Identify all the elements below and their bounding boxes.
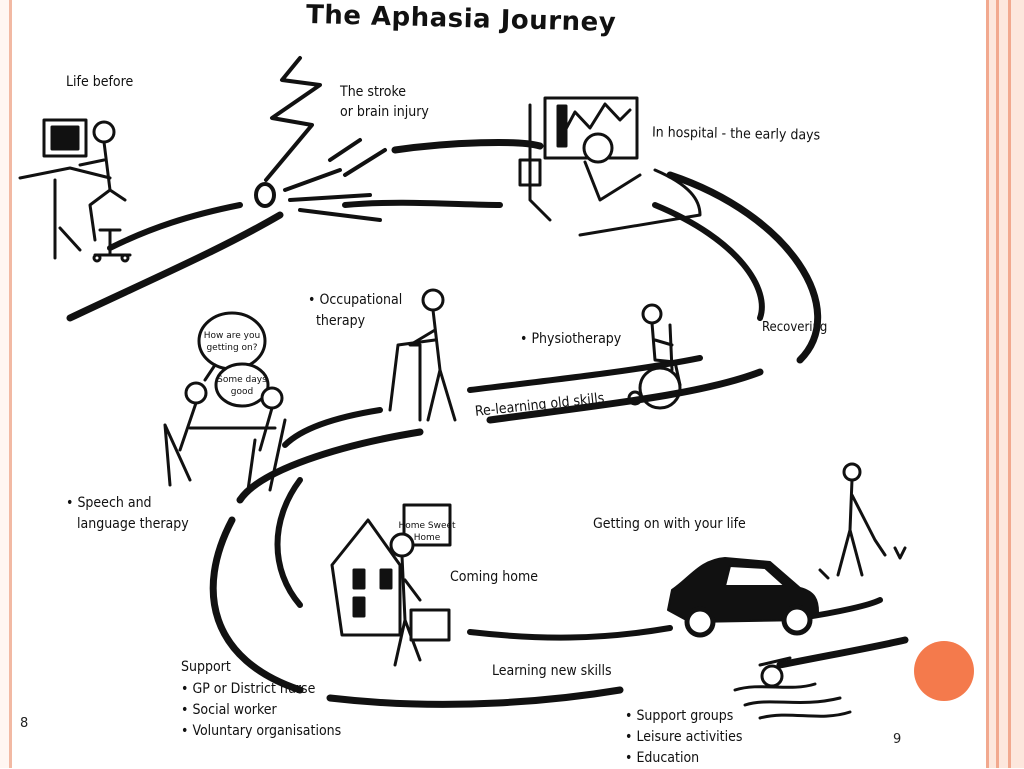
slide-frame-left — [0, 0, 12, 768]
lightning-bolt-icon — [254, 56, 387, 222]
stage-recovering: Recovering — [762, 320, 828, 335]
stage-physiotherapy: • Physiotherapy — [520, 331, 622, 347]
speech-bubble-text-2: getting on? — [206, 343, 257, 353]
stage-occupational-line1: • Occupational — [308, 292, 403, 308]
slide-frame-right — [982, 0, 1024, 768]
stage-speech-line1: • Speech and — [66, 495, 152, 511]
house-icon — [330, 503, 452, 667]
conversation-people-icon — [163, 311, 287, 492]
stage-life-before: Life before — [66, 74, 134, 90]
house-sign-text: Home Sweet — [398, 521, 456, 531]
page-number-left: 8 — [20, 716, 29, 731]
swimmer-icon — [733, 656, 852, 720]
stage-hospital: In hospital - the early days — [651, 124, 821, 144]
hospital-bed-icon — [518, 96, 702, 237]
walking-person-icon — [818, 462, 907, 580]
support-item: Social worker — [181, 700, 341, 721]
car-icon — [667, 557, 819, 638]
activity-item: Leisure activities — [625, 727, 742, 748]
reply-bubble-text: Some days — [217, 375, 267, 385]
stage-getting-on: Getting on with your life — [593, 516, 746, 532]
activities-list: Support groups Leisure activities Educat… — [625, 706, 742, 769]
person-at-computer-icon — [18, 118, 132, 263]
speech-bubble-text: How are you — [204, 331, 260, 341]
stage-speech-line2: language therapy — [77, 516, 189, 532]
stage-stroke-line2: or brain injury — [340, 104, 429, 120]
activity-item: Support groups — [625, 706, 742, 727]
house-sign-text-2: Home — [414, 533, 441, 543]
stage-learning-new: Learning new skills — [492, 663, 612, 679]
support-item: GP or District nurse — [181, 679, 341, 700]
reply-bubble-text-2: good — [231, 387, 253, 397]
walking-frame-person-icon — [388, 288, 457, 422]
support-heading: Support — [181, 659, 231, 675]
wheelchair-person-icon — [627, 303, 682, 410]
page-number-right: 9 — [893, 732, 902, 747]
stage-occupational-line2: therapy — [316, 313, 366, 329]
decorative-circle — [914, 641, 974, 701]
stage-coming-home: Coming home — [450, 569, 538, 585]
activity-item: Education — [625, 748, 742, 769]
support-item: Voluntary organisations — [181, 721, 341, 742]
support-list: GP or District nurse Social worker Volun… — [181, 679, 341, 742]
stage-stroke-line1: The stroke — [340, 84, 407, 100]
